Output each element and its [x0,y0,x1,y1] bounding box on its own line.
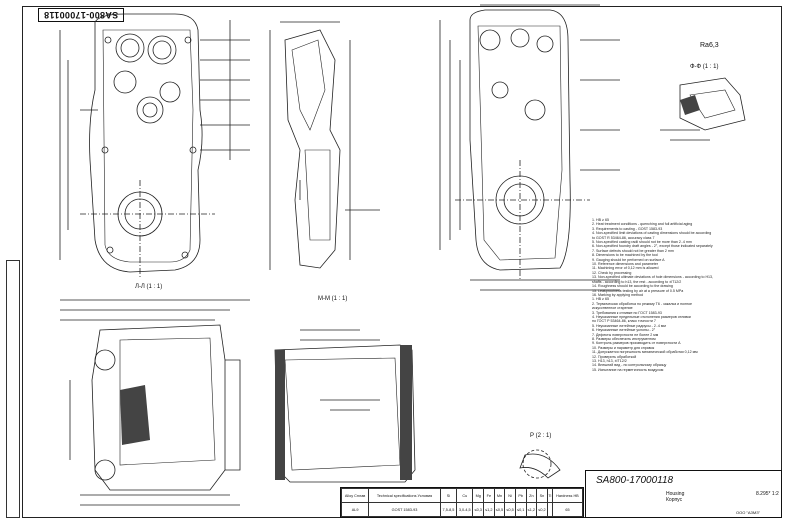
drawing-number: SA800-17000118 [596,475,674,486]
section-ff-label: Ф-Ф (1 : 1) [690,64,719,70]
section-ff [660,77,746,141]
section-ll-label: Л-Л (1 : 1) [135,284,163,290]
top-right-view [439,4,620,291]
title-block: SA800-17000118 Housing Корпус 8.295* 1:2… [585,470,782,518]
detail-p [519,449,561,479]
roughness-label: Ra6,3 [700,42,719,49]
side-view [269,21,380,270]
section-ll [60,299,250,506]
front-view [59,13,250,278]
part-name: Housing Корпус [666,491,685,503]
detail-p-label: Р (2 : 1) [530,433,552,439]
section-mm-label: М-М (1 : 1) [318,296,348,302]
organization: ООО "АЗМЗ" [736,510,761,515]
section-mm [274,329,416,483]
side-strip [6,260,20,518]
mass-scale: 8.295* 1:2 [756,491,779,497]
